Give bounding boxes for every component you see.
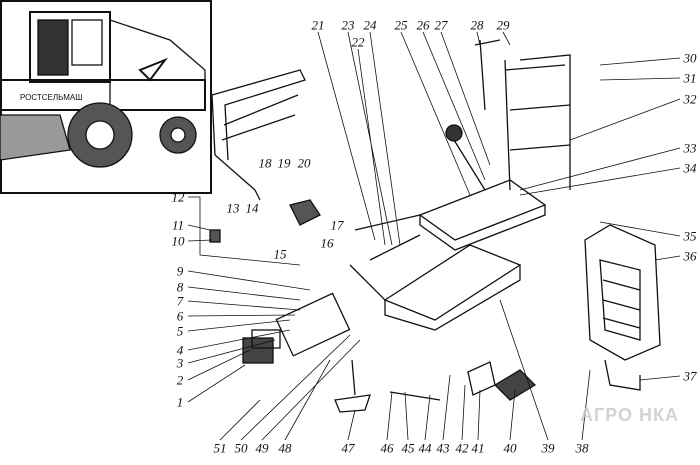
part-callout-7: 7: [176, 293, 184, 309]
part-callout-6: 6: [176, 308, 184, 324]
part-callout-44: 44: [418, 440, 432, 456]
part-callout-20: 20: [297, 155, 311, 171]
part-callout-34: 34: [683, 160, 697, 176]
part-callout-45: 45: [401, 440, 415, 456]
part-callout-50: 50: [234, 440, 248, 456]
part-callout-48: 48: [278, 440, 292, 456]
part-callout-12: 12: [171, 189, 185, 205]
part-callout-30: 30: [683, 50, 697, 66]
part-callout-17: 17: [330, 217, 344, 233]
part-callout-13: 13: [226, 200, 240, 216]
part-callout-25: 25: [394, 17, 408, 33]
part-callout-5: 5: [176, 323, 184, 339]
part-callout-10: 10: [171, 233, 185, 249]
part-callout-37: 37: [683, 368, 697, 384]
right-handrail: [504, 54, 571, 191]
part-callout-21: 21: [311, 17, 325, 33]
part-callout-32: 32: [683, 91, 697, 107]
part-callout-43: 43: [436, 440, 450, 456]
part-callout-51: 51: [213, 440, 227, 456]
combine-harvester-illustration: РОСТСЕЛЬМАШ: [0, 11, 206, 168]
part-callout-11: 11: [171, 217, 185, 233]
part-callout-16: 16: [320, 235, 334, 251]
part-callout-42: 42: [455, 440, 469, 456]
part-callout-46: 46: [380, 440, 394, 456]
bracket-plate: [275, 292, 351, 357]
part-callout-38: 38: [575, 440, 589, 456]
part-callout-26: 26: [416, 17, 430, 33]
part-callout-47: 47: [341, 440, 355, 456]
part-callout-28: 28: [470, 17, 484, 33]
part-callout-2: 2: [176, 372, 184, 388]
part-callout-3: 3: [176, 355, 184, 371]
knob: [445, 124, 463, 142]
upper-platform: [418, 179, 547, 241]
part-callout-40: 40: [503, 440, 517, 456]
part-callout-36: 36: [683, 248, 697, 264]
part-callout-8: 8: [176, 279, 184, 295]
part-callout-19: 19: [277, 155, 291, 171]
part-callout-27: 27: [434, 17, 448, 33]
lamp-right: [493, 369, 537, 401]
lower-step: [383, 244, 522, 321]
part-callout-4: 4: [176, 342, 184, 358]
part-callout-31: 31: [683, 70, 697, 86]
left-handrail: [211, 69, 306, 161]
part-callout-14: 14: [245, 200, 259, 216]
part-callout-35: 35: [683, 228, 697, 244]
ladder: [584, 224, 661, 361]
part-callout-33: 33: [683, 140, 697, 156]
part-callout-23: 23: [341, 17, 355, 33]
part-callout-41: 41: [471, 440, 485, 456]
part-callout-49: 49: [255, 440, 269, 456]
part-callout-29: 29: [496, 17, 510, 33]
part-callout-1: 1: [176, 394, 184, 410]
part-callout-39: 39: [541, 440, 555, 456]
part-callout-15: 15: [273, 246, 287, 262]
part-callout-24: 24: [363, 17, 377, 33]
part-callout-9: 9: [176, 263, 184, 279]
watermark-logo: АГРО НКА: [580, 405, 679, 425]
svg-text:РОСТСЕЛЬМАШ: РОСТСЕЛЬМАШ: [20, 93, 83, 102]
part-callout-18: 18: [258, 155, 272, 171]
part-callout-22: 22: [351, 34, 365, 50]
